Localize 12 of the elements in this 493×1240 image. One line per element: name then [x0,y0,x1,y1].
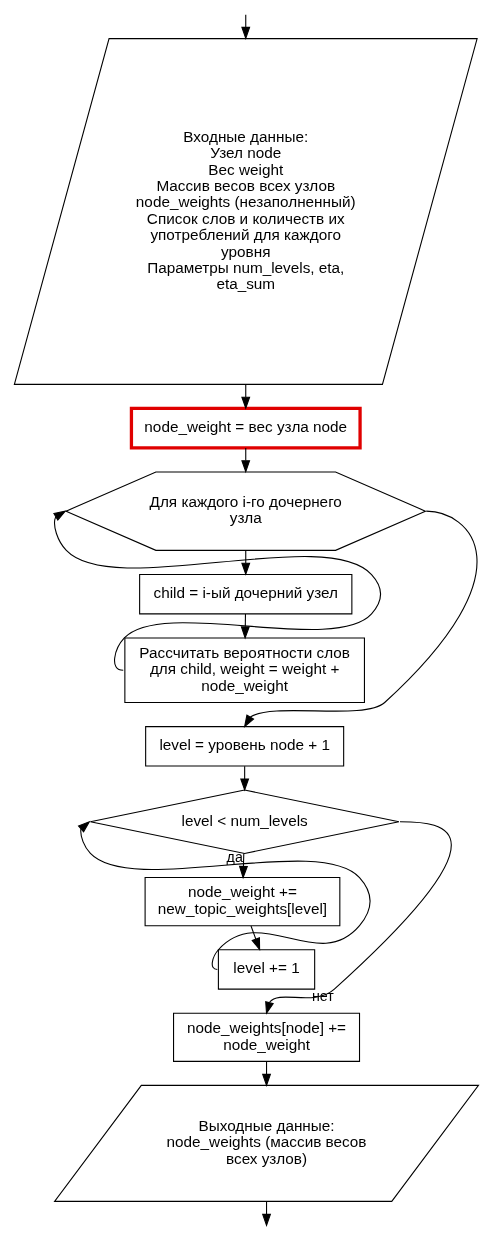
node-box: node_weight = вес узла node [129,406,362,450]
node-box: child = i-ый дочерний узел [139,573,353,615]
node-box: node_weight += new_topic_weights[level] [144,877,341,927]
arrow [241,384,251,410]
arrow [261,1060,272,1087]
arrow [250,925,261,951]
node-diamond: level < num_levels [89,789,400,855]
node-box: level = уровень node + 1 [145,726,345,767]
arrow [265,821,452,1015]
node-box: Рассчитать вероятности слов для child, weight = weight + node_weight [124,637,365,704]
node-box: node_weights[node] += node_weight [173,1012,361,1062]
node-box: level += 1 [217,949,316,990]
